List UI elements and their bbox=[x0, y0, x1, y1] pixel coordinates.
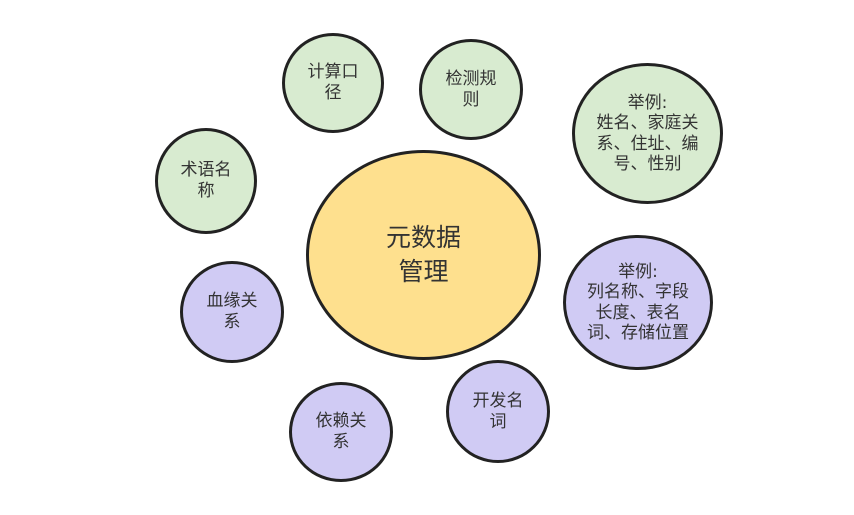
node-lineage-relation-label: 血缘关 系 bbox=[206, 291, 258, 332]
node-term-name-label: 术语名 称 bbox=[180, 160, 232, 201]
node-lineage-relation: 血缘关 系 bbox=[180, 261, 284, 363]
node-example-person-info: 举例: 姓名、家庭关 系、住址、编 号、性别 bbox=[572, 63, 723, 204]
node-metadata-management-label: 元数据 管理 bbox=[385, 223, 461, 286]
node-dependency-relation-label: 依赖关 系 bbox=[315, 411, 367, 452]
node-development-term-label: 开发名 词 bbox=[472, 390, 524, 432]
node-example-table-info: 举例: 列名称、字段 长度、表名 词、存储位置 bbox=[563, 235, 713, 370]
node-detection-rules: 检测规 则 bbox=[419, 39, 523, 140]
node-metadata-management: 元数据 管理 bbox=[306, 150, 541, 360]
node-detection-rules-label: 检测规 则 bbox=[445, 68, 497, 110]
node-calculation-scope-label: 计算口 径 bbox=[307, 62, 359, 103]
node-development-term: 开发名 词 bbox=[446, 360, 550, 463]
node-term-name: 术语名 称 bbox=[155, 128, 257, 234]
node-example-person-info-label: 举例: 姓名、家庭关 系、住址、编 号、性别 bbox=[596, 92, 699, 174]
node-dependency-relation: 依赖关 系 bbox=[289, 382, 393, 482]
node-example-table-info-label: 举例: 列名称、字段 长度、表名 词、存储位置 bbox=[587, 261, 689, 343]
node-calculation-scope: 计算口 径 bbox=[282, 33, 384, 133]
